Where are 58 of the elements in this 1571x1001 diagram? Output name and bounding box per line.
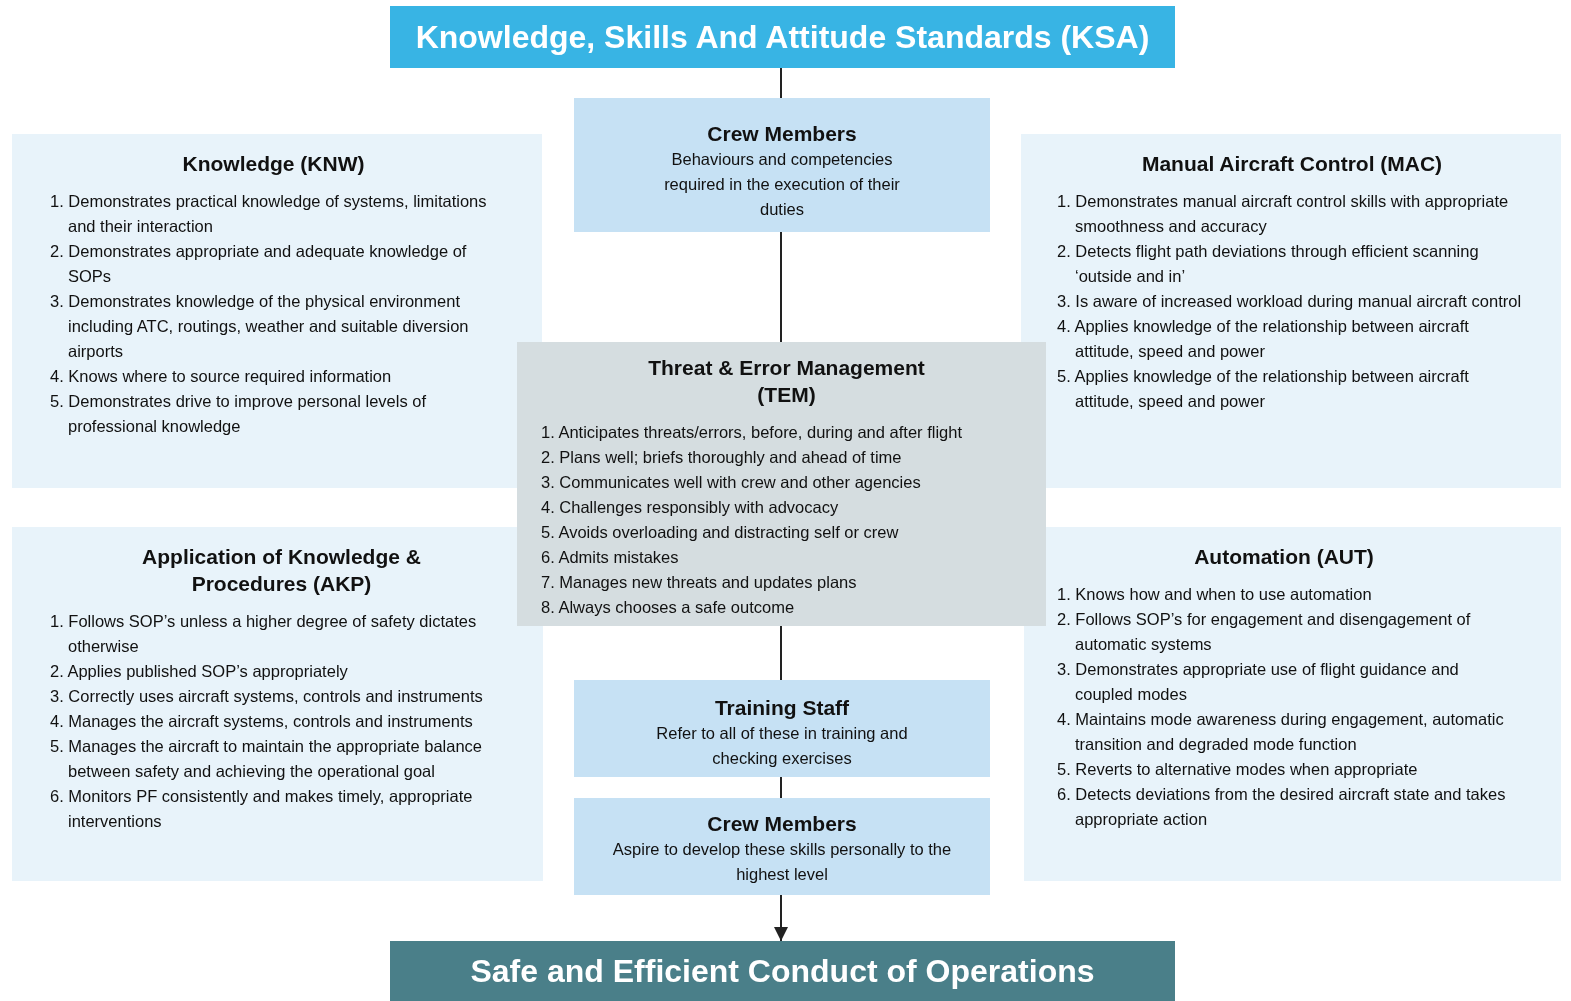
- list-item: 5. Avoids overloading and distracting self or crew: [541, 522, 900, 543]
- title-banner: [390, 6, 1175, 68]
- list-item: 4. Manages the aircraft systems, controls and instruments: [50, 711, 474, 732]
- list-item: 8. Always chooses a safe outcome: [541, 597, 796, 618]
- list-item: 4. Challenges responsibly with advocacy: [541, 497, 840, 518]
- list-item: 6. Admits mistakes: [541, 547, 680, 568]
- list-item: 6. Monitors PF consistently and makes timely, appropriate interventions: [50, 786, 474, 832]
- arrow: [774, 894, 788, 942]
- list-item: 6. Detects deviations from the desired aircraft state and takes appropriate action: [1057, 784, 1507, 830]
- banner-title: Safe and Efficient Conduct of Operations: [470, 952, 1095, 990]
- list-item: 1. Knows how and when to use automation: [1057, 584, 1373, 605]
- competency-panel: [517, 342, 1046, 626]
- list-item: 3. Is aware of increased workload during manual aircraft control: [1057, 291, 1523, 312]
- banner-title: Knowledge, Skills And Attitude Standards (KSA): [415, 18, 1150, 56]
- list-item: 2. Demonstrates appropriate and adequate knowledge of SOPs: [50, 241, 468, 287]
- list-item: 3. Correctly uses aircraft systems, controls and instruments: [50, 686, 484, 707]
- competency-panel: [1021, 134, 1561, 488]
- panel-heading: Knowledge (KNW): [181, 151, 366, 177]
- list-item: 2. Detects flight path deviations through efficient scanning ‘outside and in’: [1057, 241, 1480, 287]
- role-panel: [574, 798, 990, 895]
- list-item: 1. Anticipates threats/errors, before, during and after flight: [541, 422, 963, 443]
- list-item: 1. Demonstrates manual aircraft control skills with appropriate smoothness and accuracy: [1057, 191, 1510, 237]
- role-panel: [574, 680, 990, 777]
- list-item: 3. Demonstrates knowledge of the physical environment including ATC, routings, weather and suitable diversion airports: [50, 291, 470, 362]
- list-item: 4. Applies knowledge of the relationship between aircraft attitude, speed and power: [1057, 316, 1470, 362]
- list-item: 5. Demonstrates drive to improve personal levels of professional knowledge: [50, 391, 427, 437]
- connector-line: [780, 625, 782, 681]
- panel-heading: Manual Aircraft Control (MAC): [1140, 151, 1444, 177]
- panel-heading: Training Staff: [713, 695, 851, 721]
- list-item: 7. Manages new threats and updates plans: [541, 572, 858, 593]
- panel-heading: Threat & Error Management (TEM): [647, 355, 926, 408]
- connector-line: [780, 67, 782, 99]
- competency-panel: [12, 134, 542, 488]
- list-item: 5. Applies knowledge of the relationship between aircraft attitude, speed and power: [1057, 366, 1470, 412]
- list-item: 1. Follows SOP’s unless a higher degree of safety dictates otherwise: [50, 611, 478, 657]
- panel-text: Refer to all of these in training and checking exercises: [655, 723, 909, 769]
- competency-panel: [1024, 527, 1561, 881]
- list-item: 3. Demonstrates appropriate use of flight guidance and coupled modes: [1057, 659, 1460, 705]
- list-item: 4. Knows where to source required information: [50, 366, 393, 387]
- outcome-banner: [390, 941, 1175, 1001]
- list-item: 3. Communicates well with crew and other agencies: [541, 472, 922, 493]
- role-panel: [574, 98, 990, 232]
- connector-line: [780, 776, 782, 799]
- list-item: 2. Plans well; briefs thoroughly and ahead of time: [541, 447, 903, 468]
- list-item: 5. Reverts to alternative modes when appropriate: [1057, 759, 1419, 780]
- list-item: 2. Follows SOP’s for engagement and disengagement of automatic systems: [1057, 609, 1472, 655]
- list-item: 5. Manages the aircraft to maintain the appropriate balance between safety and achieving the operational goal: [50, 736, 483, 782]
- panel-text: Behaviours and competencies required in the execution of their duties: [663, 149, 901, 220]
- connector-line: [780, 231, 782, 343]
- competency-panel: [12, 527, 543, 881]
- panel-heading: Application of Knowledge & Procedures (AKP): [141, 544, 422, 597]
- panel-heading: Crew Members: [706, 121, 858, 147]
- list-item: 2. Applies published SOP’s appropriately: [50, 661, 349, 682]
- list-item: 4. Maintains mode awareness during engagement, automatic transition and degraded mode function: [1057, 709, 1505, 755]
- panel-text: Aspire to develop these skills personally to the highest level: [611, 839, 953, 885]
- panel-heading: Crew Members: [706, 811, 858, 837]
- list-item: 1. Demonstrates practical knowledge of systems, limitations and their interaction: [50, 191, 488, 237]
- panel-heading: Automation (AUT): [1193, 544, 1375, 570]
